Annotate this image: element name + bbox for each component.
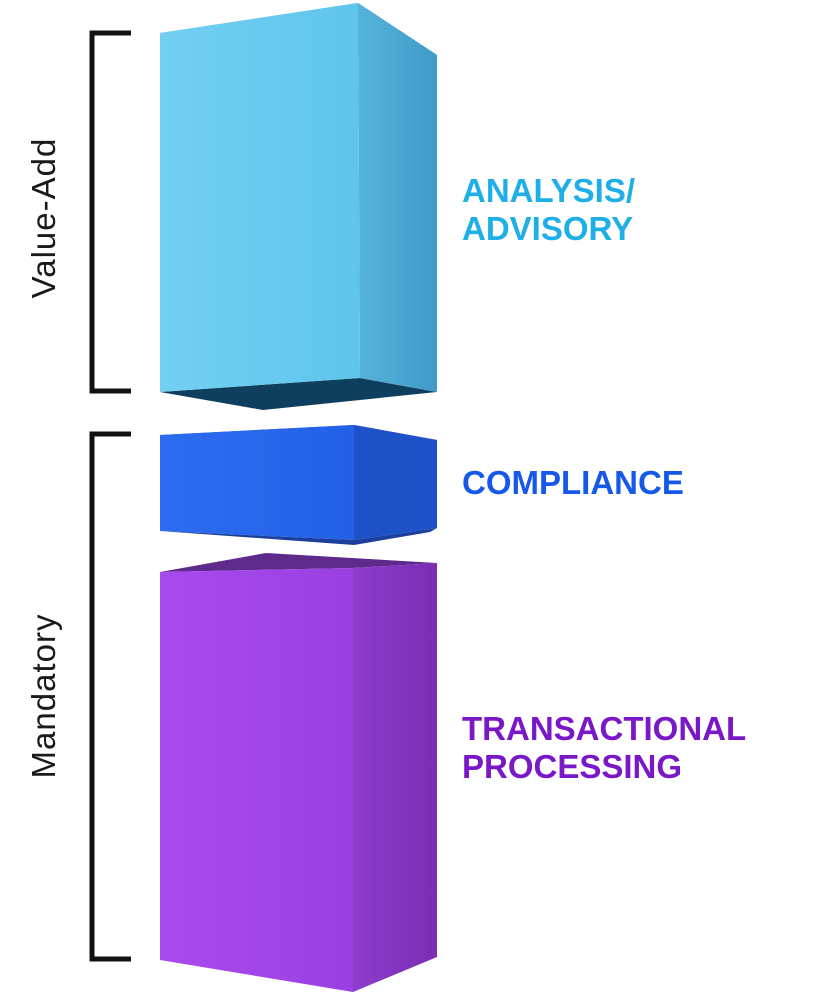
value-add-label: Value-Add — [25, 137, 62, 299]
analysis-advisory-label: ANALYSIS/ ADVISORY — [462, 172, 635, 248]
compliance-block — [160, 425, 437, 545]
transactional-processing-block — [160, 553, 437, 992]
transactional-processing-label-line-2: PROCESSING — [462, 748, 683, 785]
analysis-advisory-block — [160, 3, 437, 410]
mandatory-label: Mandatory — [25, 613, 62, 779]
compliance-label-line-1: COMPLIANCE — [462, 464, 684, 501]
compliance-label: COMPLIANCE — [462, 464, 684, 502]
analysis-advisory-label-line-1: ANALYSIS/ — [462, 172, 635, 209]
transactional-processing-label: TRANSACTIONAL PROCESSING — [462, 710, 746, 786]
mandatory-bracket — [89, 431, 131, 962]
analysis-advisory-label-line-2: ADVISORY — [462, 210, 634, 247]
value-add-bracket — [89, 30, 131, 394]
transactional-processing-label-line-1: TRANSACTIONAL — [462, 710, 747, 747]
